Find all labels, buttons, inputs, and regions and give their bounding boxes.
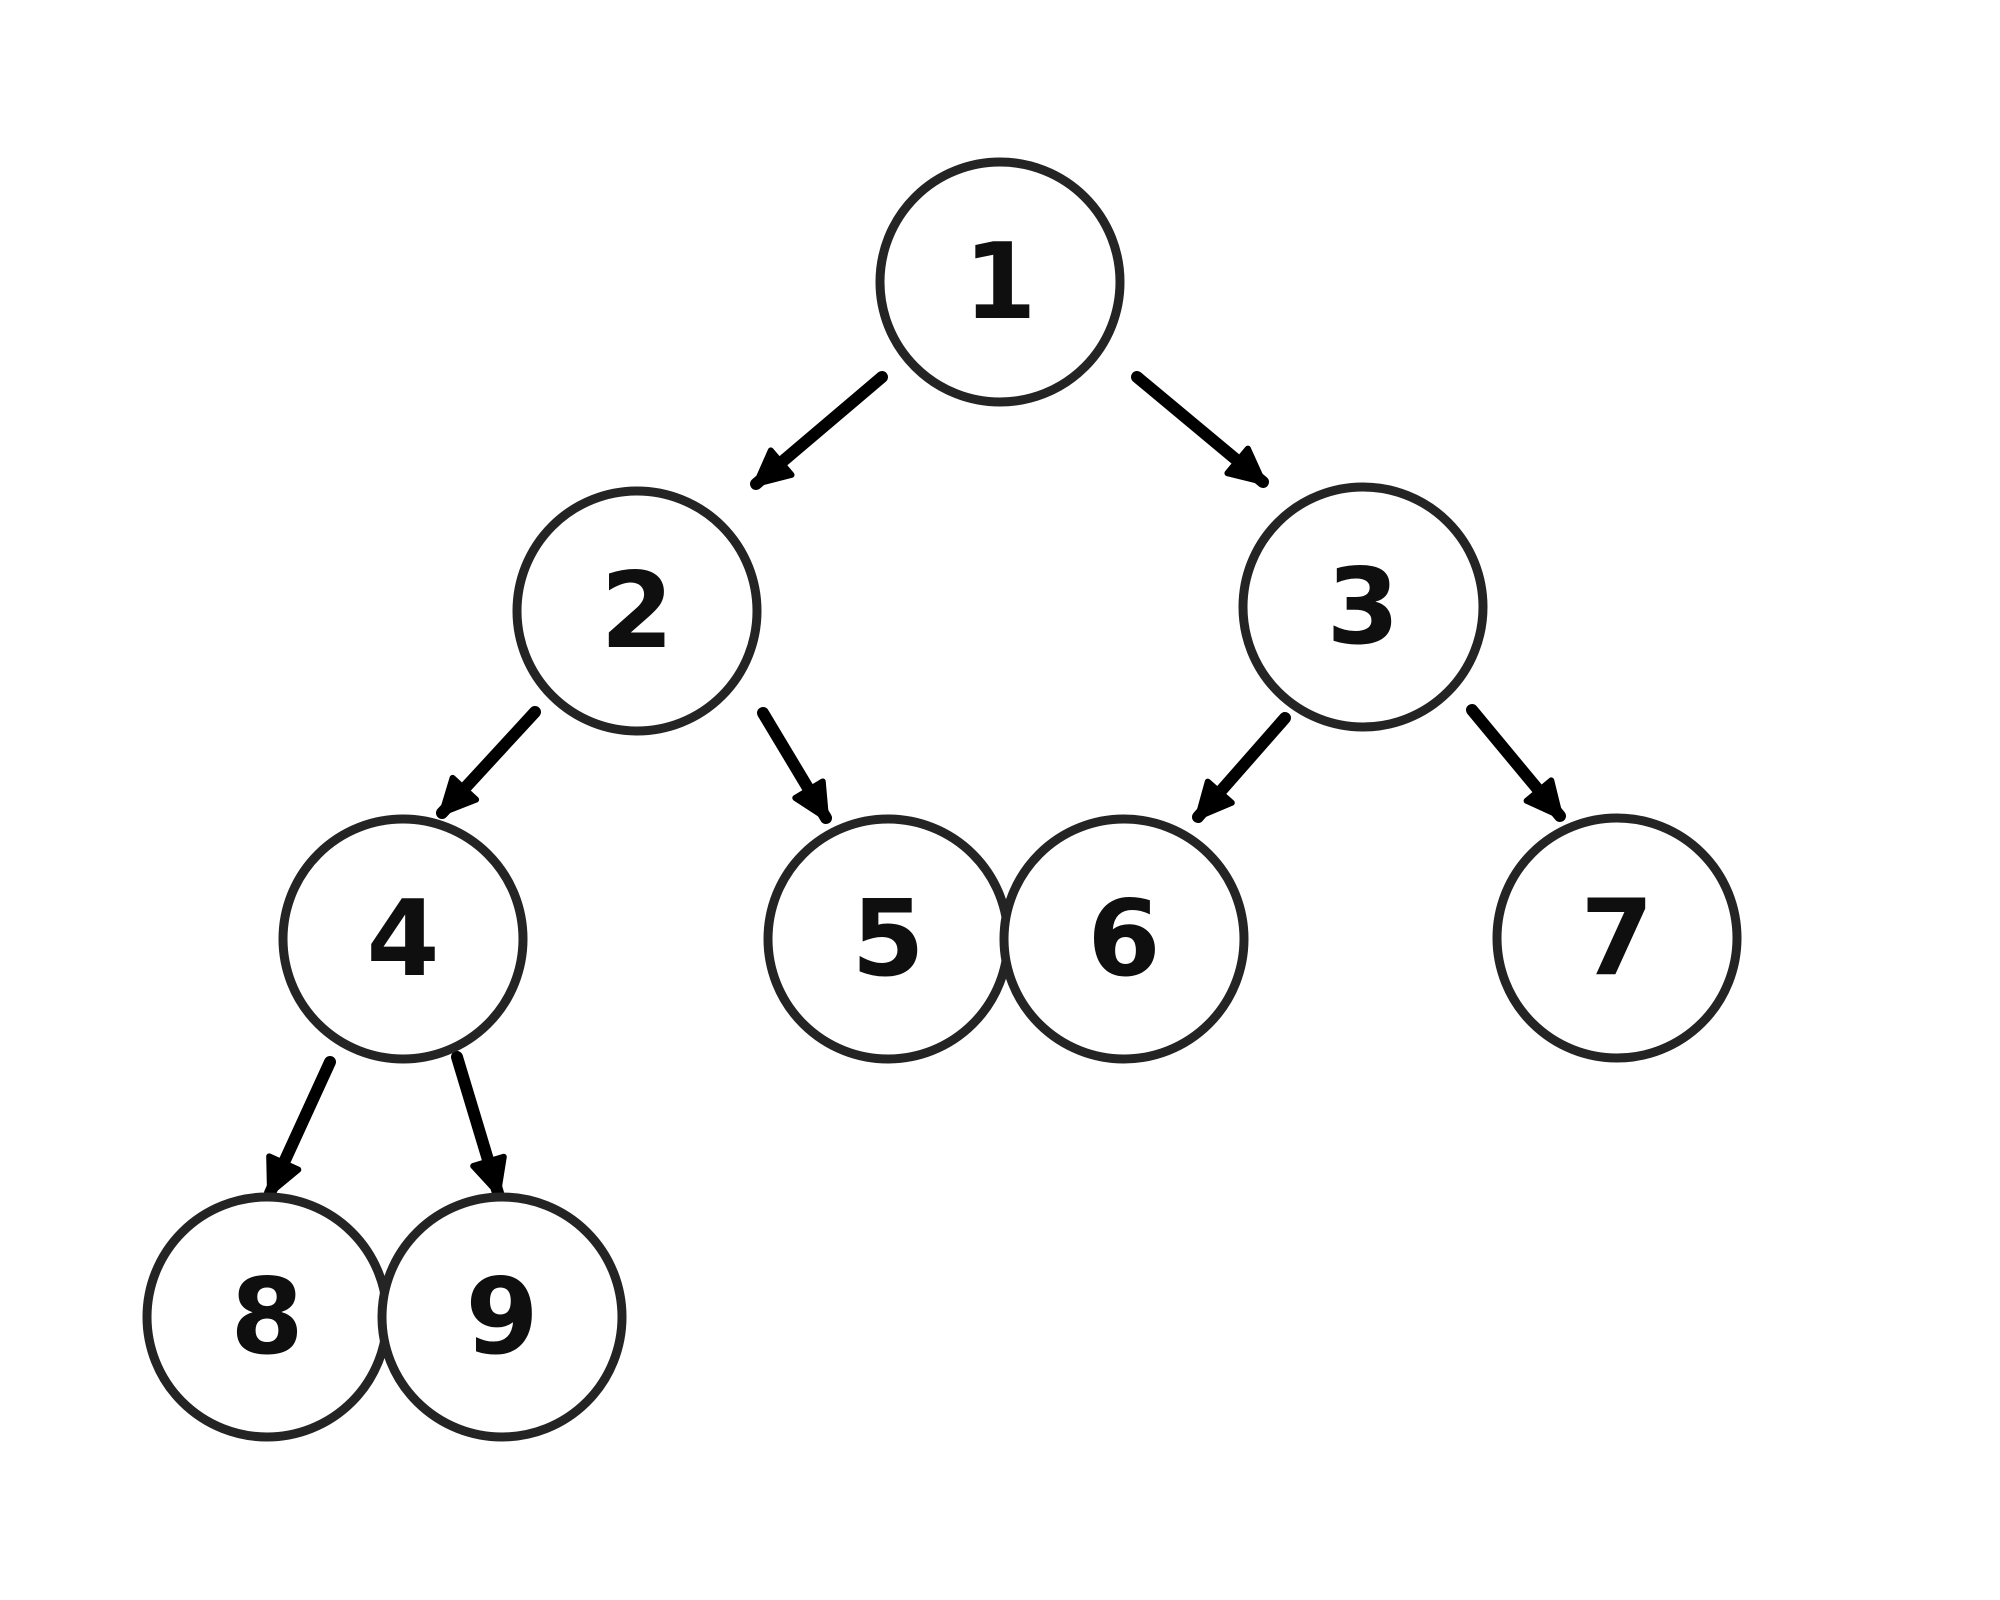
tree-node-2: 2 — [512, 486, 762, 736]
tree-edge-4-to-8 — [264, 1056, 336, 1199]
tree-node-3: 3 — [1238, 482, 1488, 732]
node-label: 8 — [230, 1256, 303, 1378]
tree-node-8: 8 — [142, 1192, 392, 1442]
tree-edge-2-to-5 — [757, 707, 832, 824]
tree-edge-1-to-3 — [1131, 371, 1269, 488]
node-label: 6 — [1087, 878, 1160, 1000]
tree-node-4: 4 — [278, 814, 528, 1064]
tree-node-6: 6 — [999, 814, 1249, 1064]
node-circle — [377, 1192, 627, 1442]
node-circle — [512, 486, 762, 736]
node-circle — [1492, 813, 1742, 1063]
tree-edge-1-to-2 — [750, 371, 888, 490]
tree-node-5: 5 — [763, 814, 1013, 1064]
tree-node-1: 1 — [875, 157, 1125, 407]
node-label: 7 — [1580, 877, 1653, 999]
node-label: 9 — [465, 1256, 538, 1378]
tree-edge-3-to-7 — [1466, 704, 1566, 822]
node-circle — [1238, 482, 1488, 732]
tree-edge-2-to-4 — [436, 706, 541, 819]
tree-edge-4-to-9 — [451, 1051, 507, 1199]
node-label: 4 — [366, 878, 439, 1000]
tree-node-7: 7 — [1492, 813, 1742, 1063]
node-label: 3 — [1326, 546, 1399, 668]
node-label: 5 — [851, 878, 924, 1000]
tree-node-9: 9 — [377, 1192, 627, 1442]
node-circle — [875, 157, 1125, 407]
node-circle — [278, 814, 528, 1064]
node-label: 2 — [600, 550, 673, 672]
node-circle — [999, 814, 1249, 1064]
node-label: 1 — [963, 221, 1036, 343]
tree-edge-3-to-6 — [1192, 712, 1291, 823]
